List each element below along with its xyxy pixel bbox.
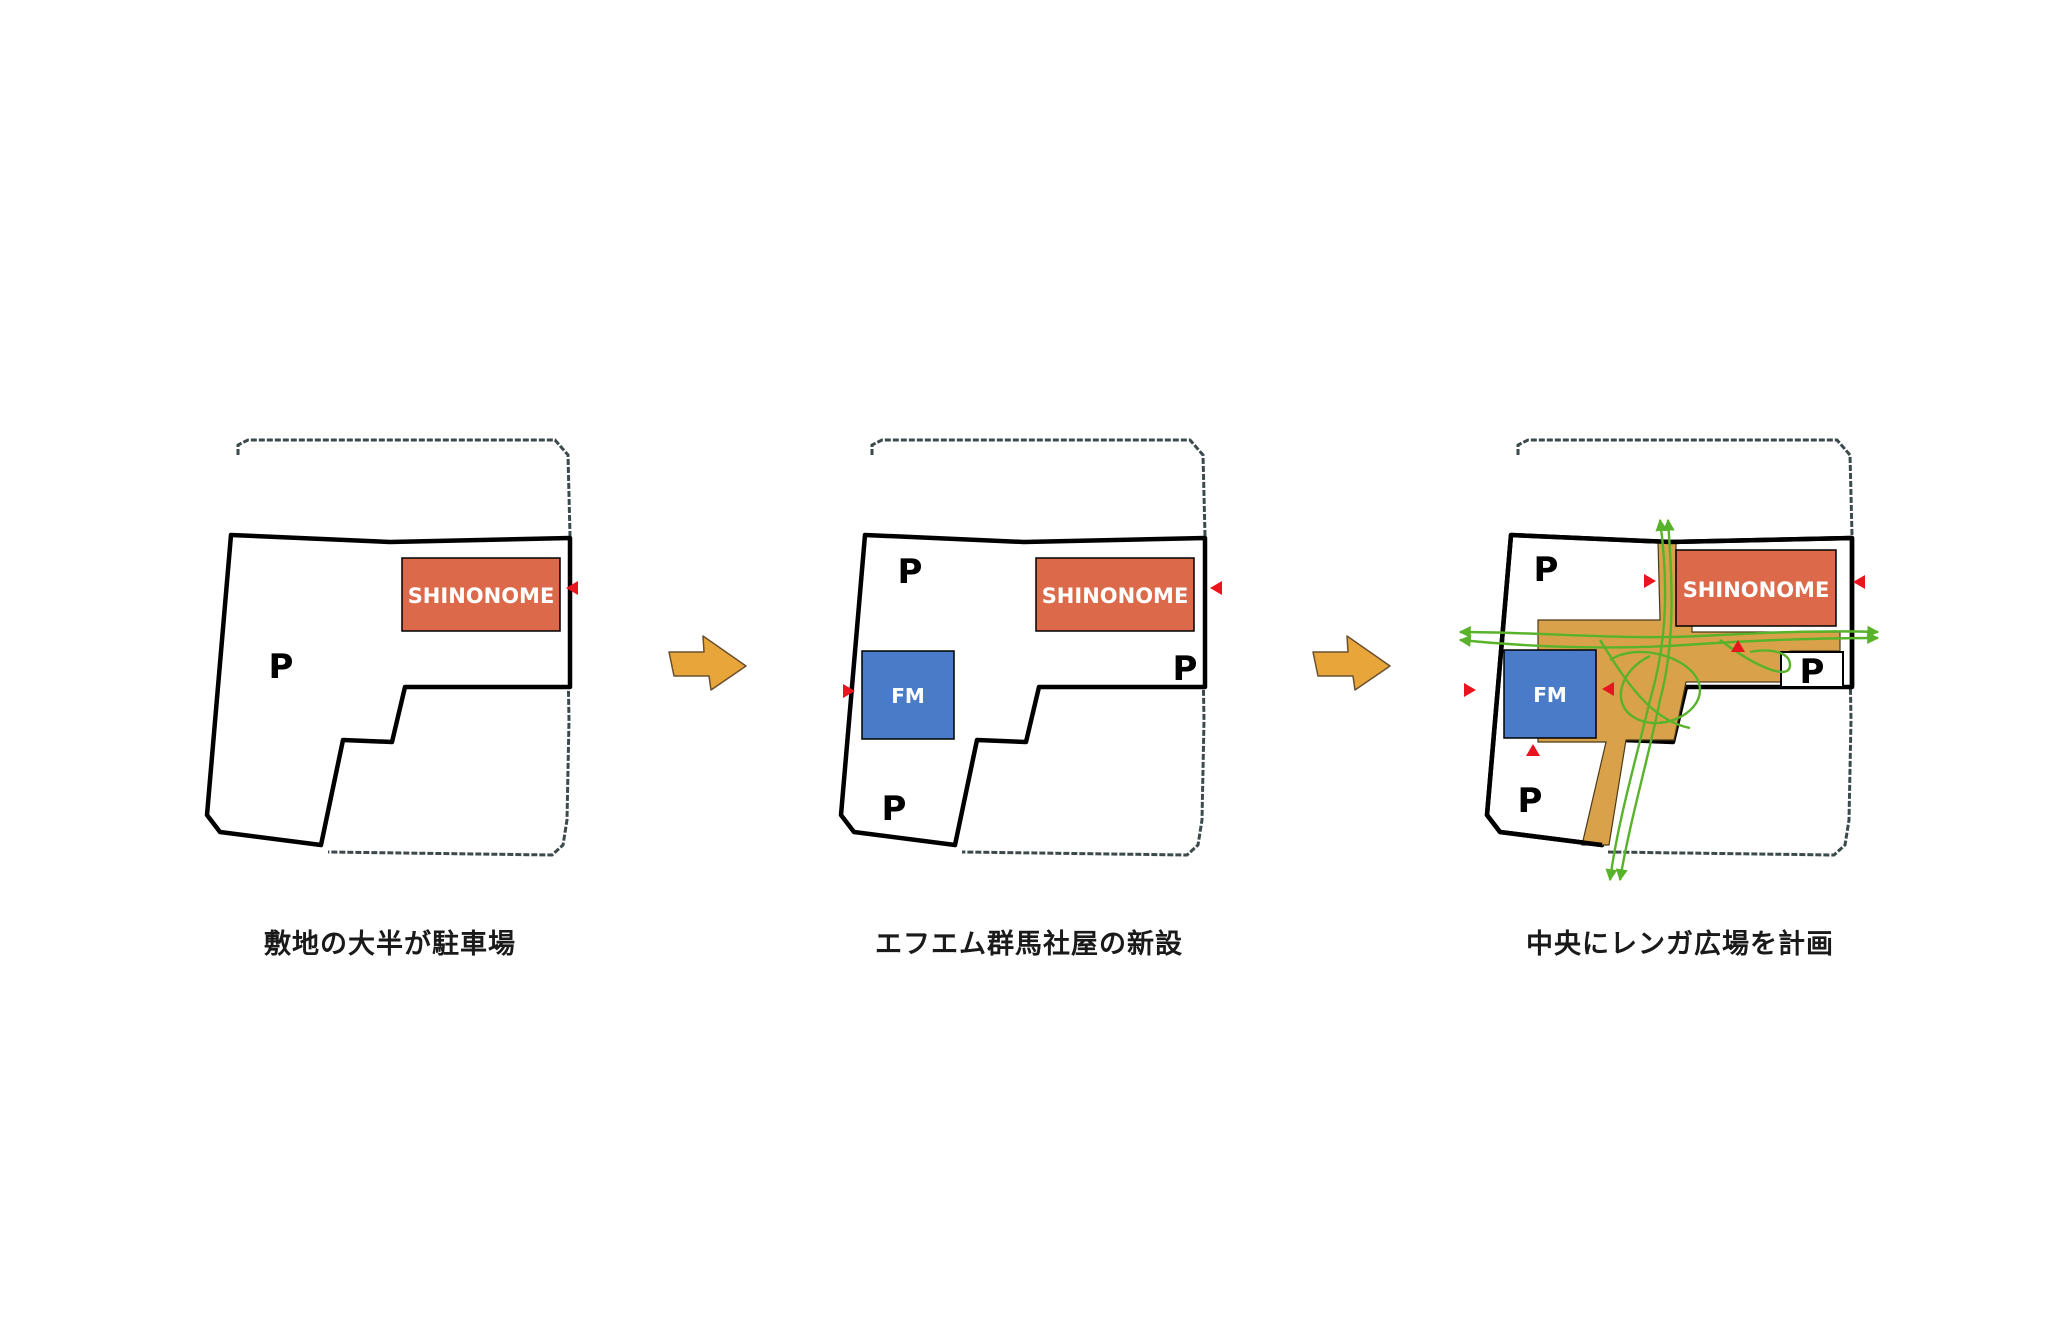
panel-2: SHINONOME FM P P P [838, 438, 1222, 857]
shinonome-label: SHINONOME [1042, 584, 1189, 608]
fm-building [1503, 649, 1597, 739]
entrance-marker [1602, 682, 1614, 696]
pedestrian-flow-lines [1458, 518, 1880, 882]
panel-3: SHINONOME FM P P P [1458, 438, 1880, 882]
entrance-marker [843, 684, 855, 698]
fm-label: FM [1533, 683, 1567, 707]
parking-label: P [882, 789, 907, 829]
fm-building [861, 650, 955, 740]
site-boundary-edge [1510, 532, 1855, 687]
parking-label: P [1173, 649, 1198, 689]
transition-arrow-icon [668, 635, 747, 691]
entrance-marker [1464, 683, 1476, 697]
parking-label: P [1800, 652, 1825, 692]
parking-label: P [269, 647, 294, 687]
parking-label: P [1534, 550, 1559, 590]
site-boundary-edge [1484, 534, 1603, 848]
transition-arrow-icon [1312, 635, 1391, 691]
parking-label: P [898, 552, 923, 592]
shinonome-building [1035, 557, 1195, 632]
flow-loop [1598, 639, 1691, 730]
entrance-marker [566, 581, 578, 595]
panel-3-caption: 中央にレンガ広場を計画 [1526, 929, 1834, 960]
flow-loop [1609, 650, 1702, 725]
entrance-marker [1731, 640, 1745, 652]
entrance-marker [1853, 575, 1865, 589]
panel-2-caption: エフエム群馬社屋の新設 [875, 929, 1183, 960]
shinonome-building [401, 557, 561, 632]
parking-pocket [1780, 651, 1844, 688]
panel-1: SHINONOME P [204, 438, 578, 857]
shinonome-label: SHINONOME [408, 584, 555, 608]
entrance-marker [1644, 574, 1656, 588]
flow-loop [1719, 639, 1792, 674]
fm-label: FM [891, 684, 925, 708]
panel-1-caption: 敷地の大半が駐車場 [264, 929, 516, 960]
parking-label: P [1518, 781, 1543, 821]
flow-east-west [1458, 632, 1880, 649]
entrance-marker [1210, 581, 1222, 595]
flow-north-south [1615, 518, 1675, 882]
shinonome-label: SHINONOME [1683, 578, 1830, 602]
entrance-marker [1526, 744, 1540, 756]
